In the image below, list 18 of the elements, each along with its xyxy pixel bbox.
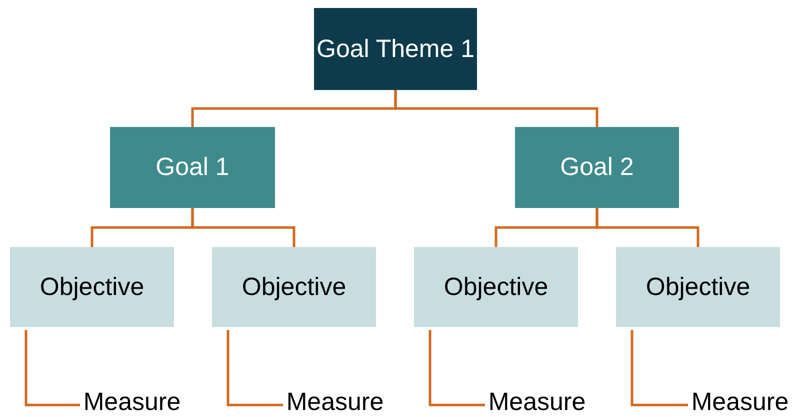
objective-box: Objective xyxy=(616,247,780,327)
measure-label: Measure xyxy=(487,387,587,417)
goal-box: Goal 2 xyxy=(515,127,679,208)
theme-box: Goal Theme 1 xyxy=(314,8,477,90)
connector-line xyxy=(630,330,688,406)
objective-box: Objective xyxy=(10,247,174,327)
objective-box: Objective xyxy=(212,247,376,327)
measure-label: Measure xyxy=(82,387,182,417)
connector-line xyxy=(596,208,700,247)
connector-line xyxy=(24,330,80,406)
measure-label: Measure xyxy=(285,387,385,417)
connector-line xyxy=(191,208,296,247)
connector-line xyxy=(394,90,598,127)
goal-box: Goal 1 xyxy=(110,127,275,208)
connector-line xyxy=(428,330,485,406)
objective-box: Objective xyxy=(414,247,578,327)
measure-label: Measure xyxy=(690,387,790,417)
connector-line xyxy=(226,330,283,406)
